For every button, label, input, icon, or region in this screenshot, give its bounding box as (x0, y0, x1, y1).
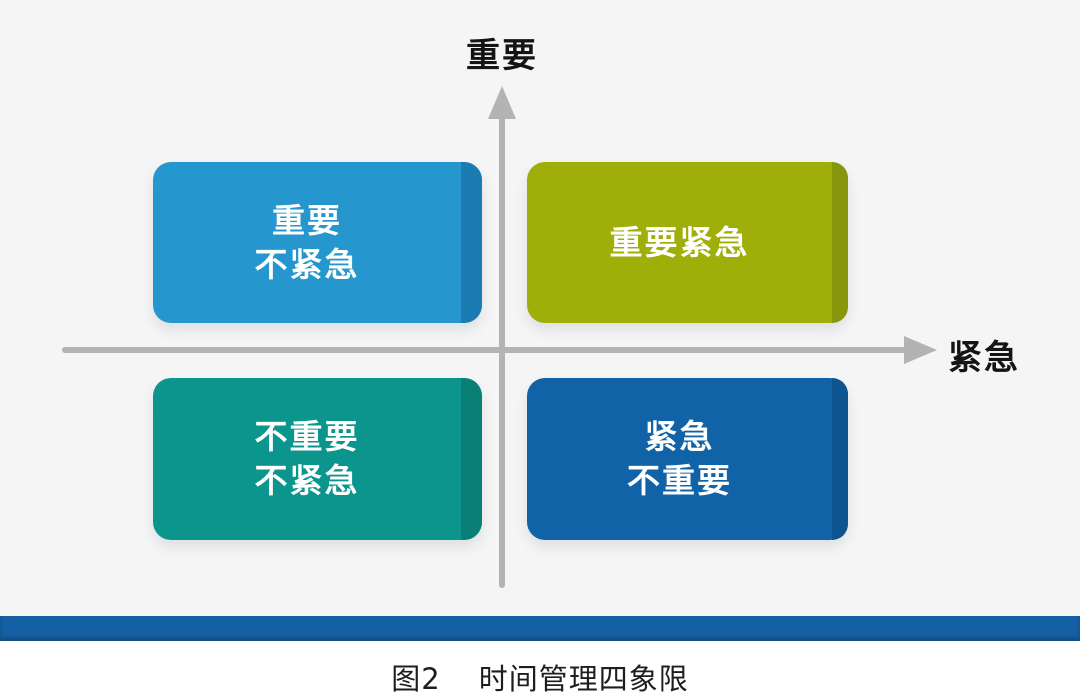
quadrant-important-not-urgent: 重要 不紧急 (153, 162, 482, 323)
y-axis-label: 重要 (466, 36, 538, 76)
figure-caption: 图2 时间管理四象限 (0, 656, 1080, 698)
caption-title: 时间管理四象限 (478, 662, 689, 696)
quadrant-label-line: 重要 (272, 200, 342, 240)
x-axis-label: 紧急 (948, 338, 1020, 378)
y-axis-arrowhead-icon (488, 86, 516, 119)
divider-bar (0, 616, 1080, 641)
quadrant-label-line: 不紧急 (254, 461, 360, 500)
quadrant-urgent-not-important: 紧急 不重要 (527, 378, 848, 540)
quadrant-label-line: 紧急 (644, 417, 715, 457)
quadrant-diagram: 重要 紧急 重要 不紧急 重要紧急 不重要 不紧急 紧急 不重要 (62, 36, 1020, 588)
quadrant-label-line: 不重要 (627, 461, 732, 500)
quadrant-label-line: 不重要 (254, 417, 360, 457)
quadrant-label-line: 不紧急 (254, 244, 360, 284)
caption-figure-number: 图2 (391, 662, 441, 696)
quadrant-not-important-not-urgent: 不重要 不紧急 (153, 378, 482, 540)
x-axis-arrowhead-icon (904, 336, 937, 364)
x-axis-line (62, 347, 907, 353)
quadrant-label-line: 重要紧急 (609, 222, 750, 262)
quadrant-important-urgent: 重要紧急 (527, 162, 848, 323)
